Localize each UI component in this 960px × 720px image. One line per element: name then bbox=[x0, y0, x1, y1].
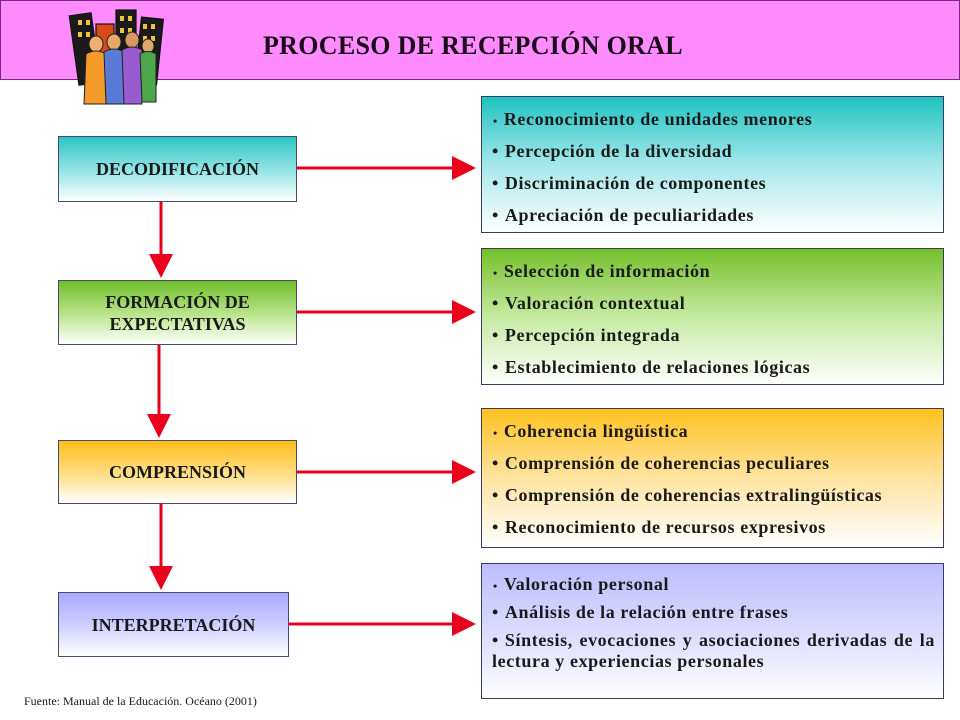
list-item: •Comprensión de coherencias peculiares bbox=[492, 453, 830, 473]
list-item: •Percepción integrada bbox=[492, 325, 681, 345]
list-item: •Valoración personal bbox=[493, 574, 670, 594]
stage-formacion-expectativas: FORMACIÓN DE EXPECTATIVAS bbox=[58, 280, 297, 345]
list-item: •Análisis de la relación entre frases bbox=[492, 602, 789, 622]
source-citation: Fuente: Manual de la Educación. Océano (… bbox=[24, 694, 257, 708]
panel-interpretacion: •Valoración personal •Análisis de la rel… bbox=[481, 563, 944, 699]
panel-decodificacion: •Reconocimiento de unidades menores •Per… bbox=[481, 96, 944, 233]
stage-interpretacion: INTERPRETACIÓN bbox=[58, 592, 289, 657]
panel-comprension: •Coherencia lingüística •Comprensión de … bbox=[481, 408, 944, 548]
list-item: •Valoración contextual bbox=[492, 293, 686, 313]
list-item: •Reconocimiento de unidades menores bbox=[493, 109, 813, 129]
list-item: •Coherencia lingüística bbox=[493, 421, 689, 441]
list-item: •Reconocimiento de recursos expresivos bbox=[492, 517, 826, 537]
list-item: •Síntesis, evocaciones y asociaciones de… bbox=[492, 630, 935, 671]
stage-decodificacion: DECODIFICACIÓN bbox=[58, 136, 297, 202]
list-item: •Selección de información bbox=[493, 261, 711, 281]
list-item: •Apreciación de peculiaridades bbox=[492, 205, 754, 225]
list-item: •Discriminación de componentes bbox=[492, 173, 767, 193]
people-city-clipart-icon bbox=[68, 9, 165, 105]
list-item: •Establecimiento de relaciones lógicas bbox=[492, 357, 811, 377]
page-title: PROCESO DE RECEPCIÓN ORAL bbox=[263, 31, 683, 60]
panel-formacion-expectativas: •Selección de información •Valoración co… bbox=[481, 248, 944, 385]
list-item: •Comprensión de coherencias extralingüís… bbox=[492, 485, 883, 505]
stage-comprension: COMPRENSIÓN bbox=[58, 440, 297, 504]
list-item: •Percepción de la diversidad bbox=[492, 141, 733, 161]
